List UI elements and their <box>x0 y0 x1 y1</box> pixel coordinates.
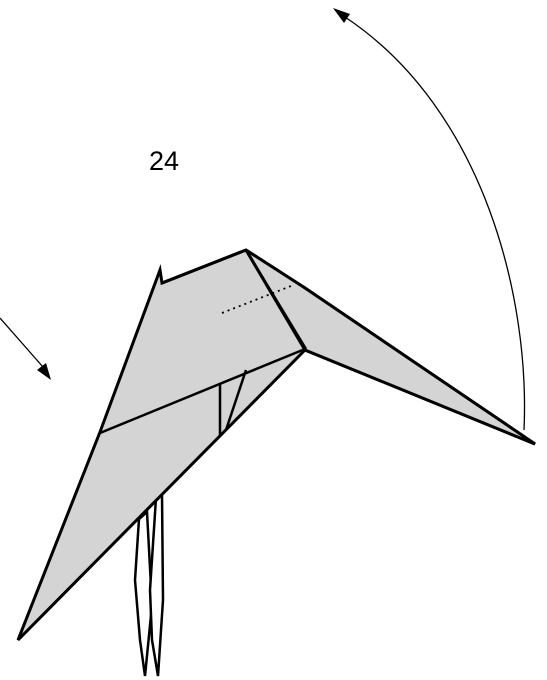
top-edge-highlight <box>161 248 247 285</box>
bird-legs <box>133 491 165 677</box>
body-outline <box>16 248 536 642</box>
crease-line-diagonal <box>224 369 248 431</box>
step-number: 24 <box>149 146 180 176</box>
back-leg <box>133 509 154 677</box>
crease-line-upper <box>244 249 308 350</box>
push-arrow-head <box>37 363 51 380</box>
push-arrow <box>0 317 51 380</box>
fold-lines <box>99 248 308 436</box>
crease-line-middle <box>99 347 306 435</box>
rotate-arrow-head <box>333 8 350 23</box>
front-leg <box>148 491 165 677</box>
rotate-arrow <box>333 8 526 431</box>
hidden-fold-dotted-line <box>221 285 292 314</box>
rotate-arrow-curve <box>344 16 526 431</box>
bird-body <box>16 248 536 642</box>
push-arrow-shaft <box>0 317 44 368</box>
